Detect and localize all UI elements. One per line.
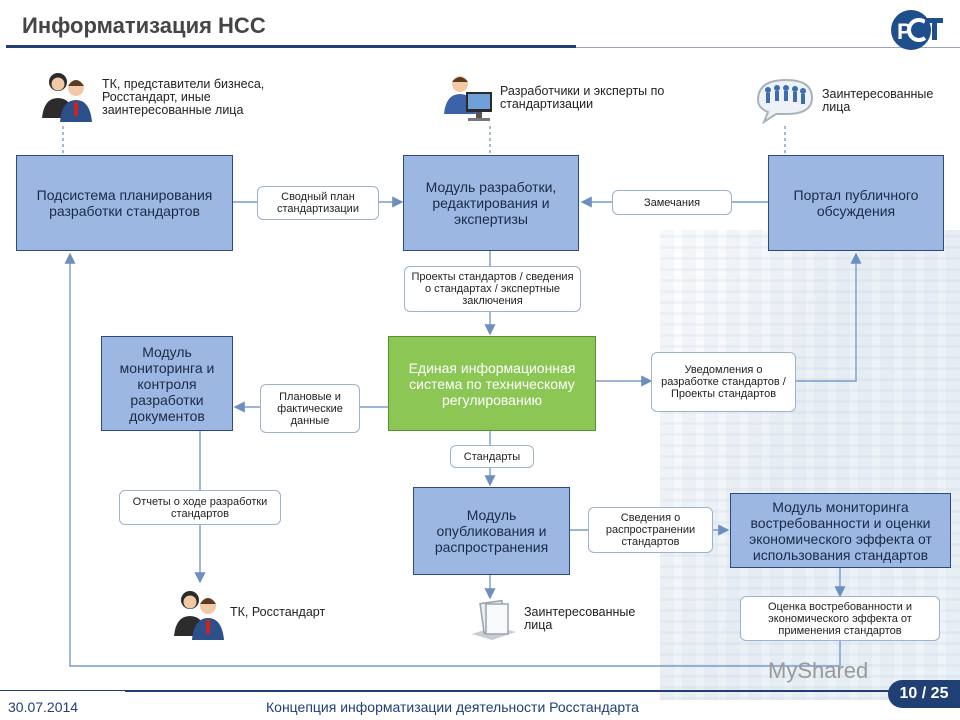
crowd-speech-icon (756, 78, 814, 124)
footer-rule-left (0, 690, 125, 691)
people-icon (42, 73, 92, 122)
actor-stakeholders-top: Заинтересованные лица (822, 87, 934, 114)
title-underline (6, 45, 576, 48)
development-module-box: Модуль разработки, редактирования и эксп… (403, 155, 579, 251)
actor-stakeholders-bottom: Заинтересованные лица (524, 605, 636, 632)
flow-drafts-label: Проекты стандартов / сведения о стандарт… (404, 266, 581, 312)
page-number: 10 / 25 (888, 680, 960, 708)
planning-subsystem-box: Подсистема планирования разработки станд… (16, 155, 233, 251)
publishing-module-box: Модуль опубликования и распространения (413, 487, 570, 575)
actor-business: ТК, представители бизнеса, Росстандарт, … (102, 77, 265, 117)
footer-rule (125, 690, 890, 692)
developer-computer-icon (444, 76, 492, 121)
people-icon (174, 591, 224, 640)
flow-planned-actual-label: Плановые и фактические данные (260, 384, 360, 433)
flow-notifications-label: Уведомления о разработке стандартов / Пр… (651, 352, 796, 412)
rst-logo-icon: Р (891, 10, 943, 50)
page-title: Информатизация НСС (22, 13, 266, 38)
flow-standards-label: Стандарты (450, 445, 534, 468)
monitoring-control-box: Модуль мониторинга и контроля разработки… (101, 336, 233, 431)
flow-reports-label: Отчеты о ходе разработки стандартов (119, 490, 281, 525)
eis-box: Единая информационная система по техниче… (388, 336, 596, 431)
footer-title: Концепция информатизации деятельности Ро… (266, 699, 639, 715)
footer-date: 30.07.2014 (8, 699, 79, 715)
flow-distribution-label: Сведения о распространении стандартов (588, 507, 713, 553)
actor-tk-rosstandart: ТК, Росстандарт (230, 605, 326, 619)
watermark-text: MyShared (768, 658, 869, 683)
flow-remarks-label: Замечания (612, 190, 732, 215)
demand-monitoring-box: Модуль мониторинга востребованности и оц… (730, 493, 951, 568)
actor-developers: Разработчики и эксперты по стандартизаци… (500, 84, 665, 111)
flow-plan-label: Сводный план стандартизации (257, 186, 379, 220)
documents-icon (472, 599, 516, 640)
flow-assessment-label: Оценка востребованности и экономического… (740, 596, 940, 641)
public-portal-box: Портал публичного обсуждения (768, 155, 944, 251)
title-underline-thin (576, 47, 960, 48)
